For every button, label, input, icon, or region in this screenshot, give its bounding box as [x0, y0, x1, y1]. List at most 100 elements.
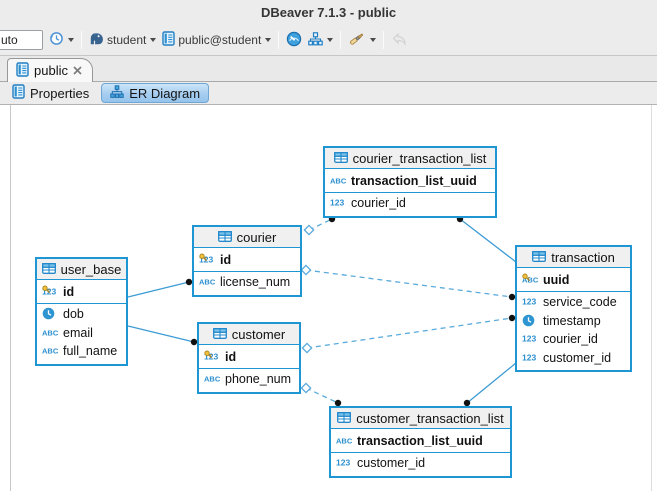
number-type-icon key-icon: 123	[204, 350, 221, 364]
tab-er-diagram[interactable]: ER Diagram	[101, 83, 210, 103]
paint-button[interactable]	[345, 29, 379, 51]
database-document-icon	[162, 31, 176, 49]
column-row-email[interactable]: ABC email	[37, 324, 126, 343]
transaction-mode-button[interactable]	[46, 29, 77, 51]
text-type-icon: ABC	[199, 275, 216, 289]
svg-text:ABC: ABC	[199, 278, 216, 287]
entity-title: customer_transaction_list	[356, 410, 504, 426]
dashboard-button[interactable]	[283, 29, 305, 52]
entity-header[interactable]: customer	[199, 324, 299, 345]
number-type-icon key-icon: 123	[199, 253, 216, 267]
column-name: id	[220, 252, 232, 267]
hierarchy-icon	[110, 84, 124, 102]
chevron-down-icon	[265, 38, 272, 42]
column-row-phone_num[interactable]: ABC phone_num	[199, 370, 299, 389]
connection-selector-button[interactable]: student	[86, 30, 159, 51]
column-name: courier_id	[351, 196, 406, 211]
text-type-icon: ABC	[336, 434, 353, 448]
table-icon	[41, 262, 56, 277]
window-title: DBeaver 7.1.3 - public	[260, 5, 397, 20]
column-name: id	[63, 284, 75, 299]
column-row-timestamp[interactable]: timestamp	[517, 312, 630, 331]
column-row-dob[interactable]: dob	[37, 305, 126, 324]
chevron-down-icon	[68, 38, 74, 42]
tab-label: public	[34, 63, 68, 78]
gauge-icon	[286, 31, 302, 50]
svg-text:123: 123	[522, 297, 536, 307]
database-name: public@student	[178, 33, 262, 47]
network-topology-button[interactable]	[305, 30, 336, 51]
connection-name: student	[107, 33, 147, 47]
number-type-icon: 123	[330, 196, 347, 210]
entity-title: courier_transaction_list	[352, 150, 487, 166]
canvas-left-border	[10, 105, 11, 491]
tab-properties[interactable]: Properties	[4, 83, 97, 103]
text-type-icon key-icon: ABC	[522, 273, 539, 287]
column-name: phone_num	[225, 372, 292, 387]
primary-key-section: 123 id	[194, 248, 300, 272]
svg-text:ABC: ABC	[522, 275, 539, 284]
entity-header[interactable]: transaction	[517, 247, 630, 268]
entity-title: courier	[236, 229, 277, 245]
close-icon[interactable]	[73, 63, 82, 78]
auto-commit-input[interactable]	[0, 30, 43, 50]
column-name: courier_id	[543, 332, 598, 347]
back-arrow-icon	[391, 32, 407, 49]
column-row-courier_id[interactable]: 123 courier_id	[325, 194, 495, 213]
database-selector-button[interactable]: public@student	[159, 29, 274, 51]
tab-public[interactable]: public	[7, 58, 93, 82]
toolbar-divider	[278, 31, 280, 49]
column-row-id[interactable]: 123 id	[194, 249, 300, 270]
column-name: email	[63, 325, 93, 340]
column-name: dob	[63, 307, 84, 322]
subtab-label: ER Diagram	[129, 85, 201, 101]
column-name: id	[225, 349, 237, 364]
chevron-down-icon	[150, 38, 157, 42]
number-type-icon: 123	[522, 295, 539, 309]
column-name: transaction_list_uuid	[351, 173, 477, 188]
database-document-icon	[16, 61, 29, 80]
column-row-id[interactable]: 123 id	[199, 346, 299, 367]
text-type-icon: ABC	[42, 326, 59, 340]
entity-header[interactable]: user_base	[37, 259, 126, 280]
entity-title: user_base	[60, 261, 122, 277]
svg-text:ABC: ABC	[204, 375, 221, 384]
svg-text:123: 123	[522, 352, 536, 362]
entity-header[interactable]: courier	[194, 227, 300, 248]
table-icon	[333, 151, 348, 166]
chevron-down-icon	[327, 38, 334, 42]
toolbar-divider	[340, 31, 342, 49]
subtab-label: Properties	[30, 85, 90, 101]
table-icon	[337, 411, 352, 426]
svg-text:ABC: ABC	[42, 328, 59, 337]
svg-text:123: 123	[204, 351, 218, 361]
columns-section: 123 courier_id	[325, 193, 495, 216]
entity-header[interactable]: courier_transaction_list	[325, 148, 495, 169]
entity-header[interactable]: customer_transaction_list	[331, 408, 510, 429]
history-clock-icon	[49, 31, 64, 49]
editor-tabstrip: public	[0, 56, 657, 82]
back-button	[388, 30, 410, 51]
